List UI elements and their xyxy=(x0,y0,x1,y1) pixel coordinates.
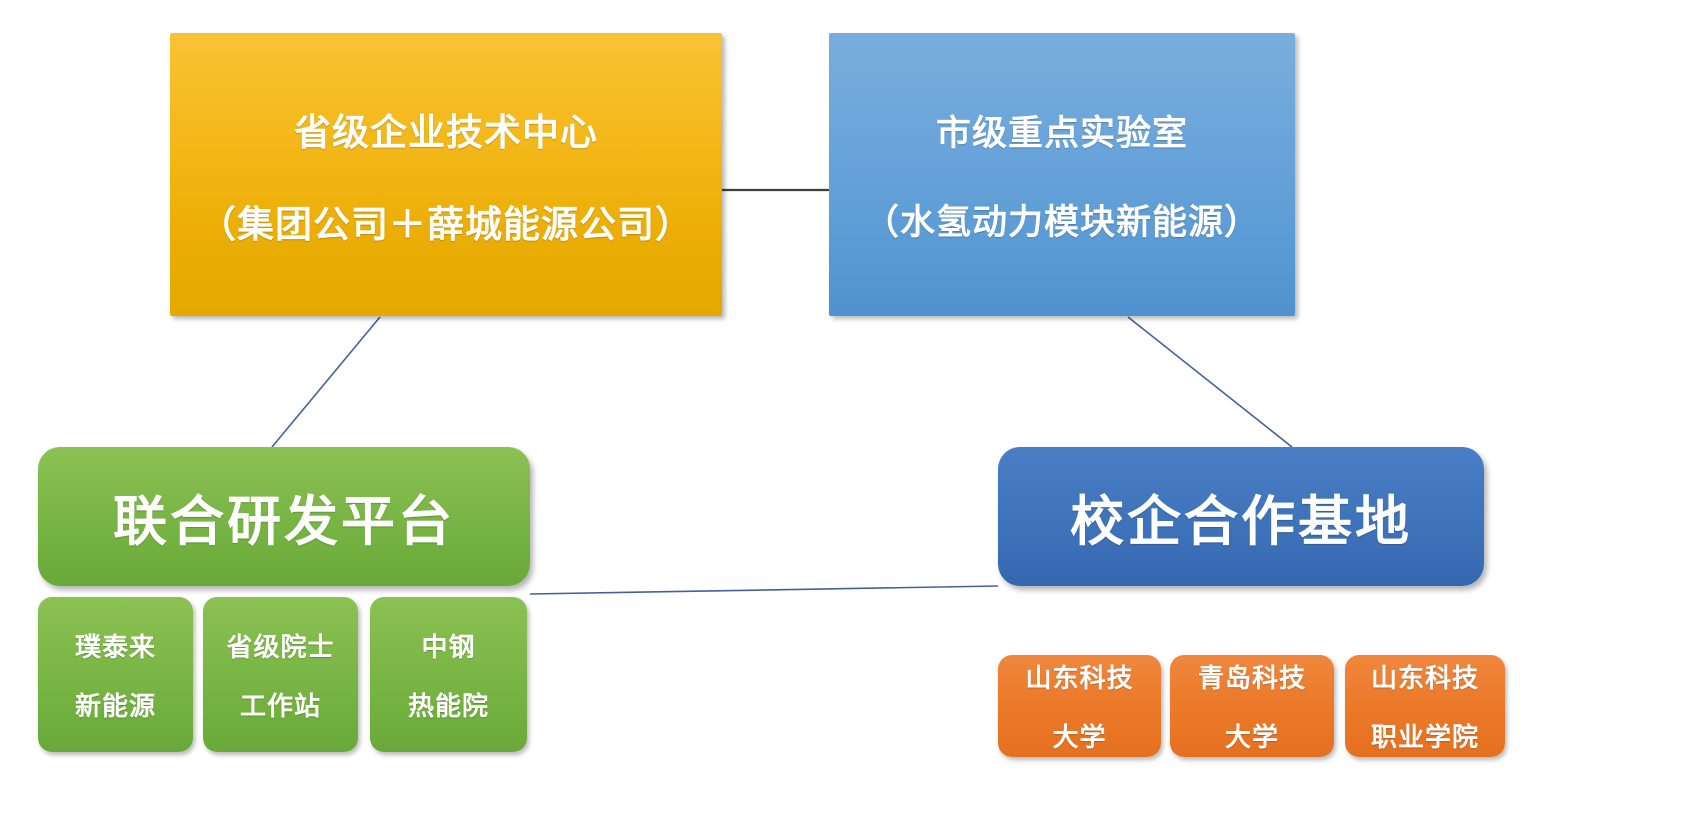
leaf-label-line-2: 工作站 xyxy=(239,690,321,721)
leaf-node-orange-1[interactable]: 山东科技 大学 xyxy=(998,655,1161,757)
leaf-label-line-1: 山东科技 xyxy=(1025,663,1134,693)
node-title-line-2: （水氢动力模块新能源） xyxy=(863,202,1260,242)
leaf-label-line-2: 大学 xyxy=(1052,722,1107,752)
connector-lab-to-base xyxy=(1127,316,1293,448)
node-title-line-1: 市级重点实验室 xyxy=(935,113,1188,153)
leaf-label-line-2: 新能源 xyxy=(74,690,156,721)
node-joint-rd-platform[interactable]: 联合研发平台 xyxy=(38,447,530,586)
leaf-label-line-1: 省级院士 xyxy=(226,631,335,662)
node-title-line-1: 校企合作基地 xyxy=(1070,492,1412,552)
leaf-node-orange-3[interactable]: 山东科技 职业学院 xyxy=(1345,655,1505,757)
leaf-label-line-1: 青岛科技 xyxy=(1197,663,1306,693)
node-provincial-enterprise-technology-center[interactable]: 省级企业技术中心 （集团公司＋薛城能源公司） xyxy=(170,33,722,316)
leaf-node-green-1[interactable]: 璞泰来 新能源 xyxy=(38,597,193,752)
leaf-node-green-2[interactable]: 省级院士 工作站 xyxy=(203,597,358,752)
leaf-node-orange-2[interactable]: 青岛科技 大学 xyxy=(1170,655,1334,757)
leaf-label-line-2: 职业学院 xyxy=(1370,722,1479,752)
node-title-line-1: 省级企业技术中心 xyxy=(294,111,598,153)
node-title-line-2: （集团公司＋薛城能源公司） xyxy=(199,203,693,245)
connector-platform-to-base xyxy=(529,585,999,595)
leaf-node-green-3[interactable]: 中钢 热能院 xyxy=(370,597,527,752)
leaf-label-line-2: 大学 xyxy=(1224,722,1279,752)
node-title-line-1: 联合研发平台 xyxy=(113,492,455,552)
leaf-label-line-2: 热能院 xyxy=(407,690,489,721)
leaf-label-line-1: 璞泰来 xyxy=(74,631,156,662)
leaf-label-line-1: 中钢 xyxy=(421,631,476,662)
node-municipal-key-laboratory[interactable]: 市级重点实验室 （水氢动力模块新能源） xyxy=(829,33,1295,316)
node-school-enterprise-cooperation-base[interactable]: 校企合作基地 xyxy=(998,447,1484,586)
leaf-label-line-1: 山东科技 xyxy=(1370,663,1479,693)
connector-center-to-platform xyxy=(271,316,381,448)
